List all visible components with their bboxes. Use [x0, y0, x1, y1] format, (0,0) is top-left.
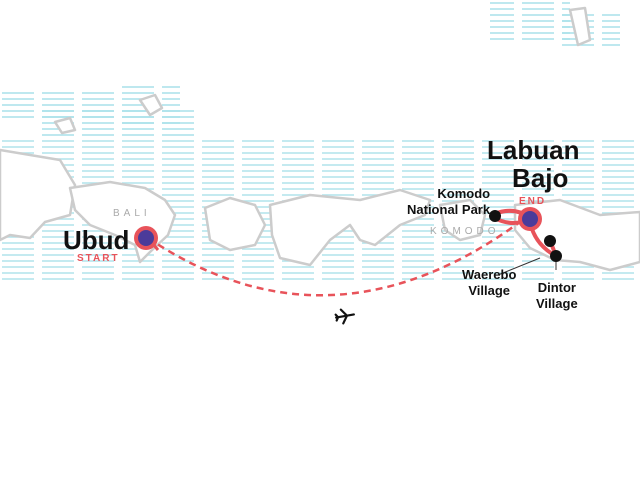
flight-route [147, 220, 521, 297]
small-islet [53, 116, 77, 135]
stop-label-line1: Komodo [437, 186, 491, 201]
start-marker[interactable] [134, 226, 160, 251]
region-label-bali: BALI [113, 208, 151, 219]
end-city-label: Labuan Bajo [487, 136, 579, 192]
start-city-label: Ubud [63, 225, 130, 255]
start-tag: START [77, 253, 120, 264]
north-islet [138, 93, 164, 117]
komodo-park-label: Komodo National Park [407, 186, 490, 218]
stop-label-line1: Dintor [537, 280, 576, 295]
waerebo-leader [497, 257, 541, 276]
end-city-line1: Labuan [487, 135, 580, 165]
airplane-icon [334, 308, 355, 325]
sumbawa-island [268, 188, 432, 267]
stop-waerebo-village[interactable] [544, 235, 556, 247]
region-label-komodo: KOMODO [430, 226, 500, 237]
stop-dintor-village[interactable] [550, 250, 562, 262]
northeast-islet [568, 6, 592, 47]
waerebo-label: Waerebo Village [462, 267, 516, 299]
end-tag: END [519, 196, 547, 207]
stop-label-line1: Waerebo [462, 267, 517, 282]
dintor-label: Dintor Village [536, 280, 578, 312]
end-city-line2: Bajo [512, 163, 569, 193]
stop-komodo-national-park[interactable] [489, 210, 501, 222]
komodo-island [438, 198, 487, 242]
stop-label-line2: National Park [407, 202, 491, 217]
java-island [0, 148, 77, 242]
lombok-island [203, 196, 267, 252]
flores-island [513, 198, 640, 272]
stop-label-line2: Village [468, 283, 511, 298]
stop-label-line2: Village [536, 296, 578, 311]
end-marker[interactable] [518, 207, 542, 231]
